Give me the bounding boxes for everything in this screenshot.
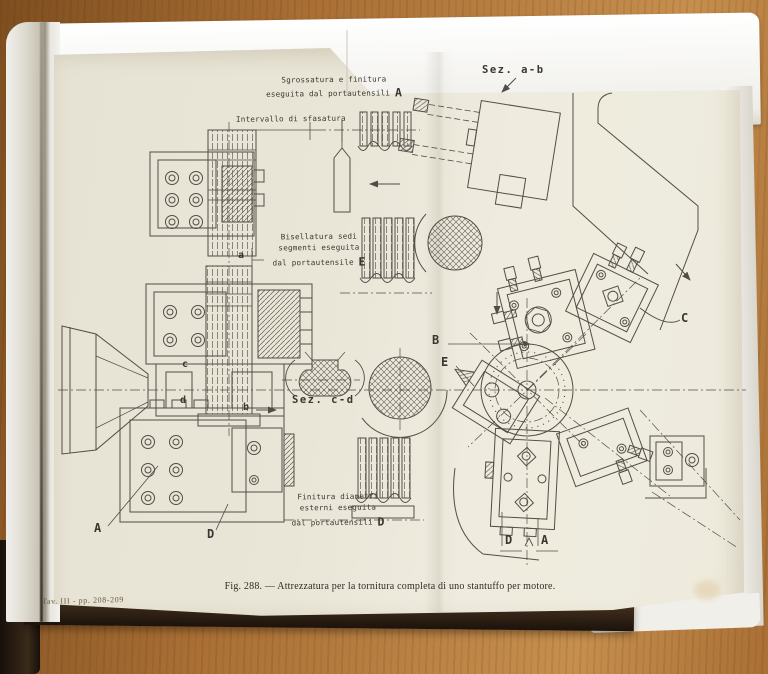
part-label-c: c bbox=[182, 359, 189, 370]
annotation-line: segmenti eseguita bbox=[278, 242, 360, 253]
annotation-sgrossatura: Sgrossatura e finitura eseguita dal port… bbox=[243, 73, 425, 104]
section-label-cd: Sez. c-d bbox=[292, 394, 355, 406]
part-label-b: b bbox=[243, 402, 250, 413]
annotation-line: esterni eseguita bbox=[299, 502, 377, 513]
part-label-A-bottom: A bbox=[541, 533, 549, 547]
page-gutter-shadow bbox=[424, 52, 458, 614]
toolholder-ref-letter: D bbox=[377, 514, 385, 529]
toolholder-ref-letter: A bbox=[394, 85, 403, 100]
left-page-edges bbox=[6, 22, 60, 622]
part-label-C: C bbox=[681, 311, 689, 325]
part-label-a: a bbox=[238, 250, 245, 261]
toolholder-ref-letter: E bbox=[358, 254, 366, 269]
annotation-line: Sgrossatura e finitura bbox=[281, 74, 387, 85]
annotation-line: Bisellatura sedi bbox=[280, 231, 358, 242]
paper-stain bbox=[694, 580, 720, 600]
part-label-A-left: A bbox=[94, 521, 102, 535]
part-label-D-left: D bbox=[207, 527, 215, 541]
part-label-d: d bbox=[180, 395, 187, 406]
annotation-bisellatura: Bisellatura sedi segmenti eseguita dal p… bbox=[250, 230, 388, 271]
figure-caption: Fig. 288. — Attrezzatura per la tornitur… bbox=[224, 581, 556, 592]
part-label-E: E bbox=[441, 355, 449, 369]
annotation-finitura: Finitura diametri esterni eseguita dal p… bbox=[274, 490, 402, 531]
annotation-line: dal portautensili bbox=[291, 517, 373, 528]
section-label-ab: Sez. a-b bbox=[482, 64, 545, 76]
annotation-line: Finitura diametri bbox=[297, 491, 379, 502]
annotation-line: Intervallo di sfasatura bbox=[235, 113, 346, 124]
part-label-B: B bbox=[432, 333, 440, 347]
plate-page bbox=[54, 48, 744, 616]
annotation-intervallo: Intervallo di sfasatura bbox=[236, 112, 396, 125]
part-label-D-bottom: D bbox=[505, 533, 513, 547]
annotation-line: eseguita dal portautensili bbox=[266, 88, 391, 100]
annotation-line: dal portautensile bbox=[272, 257, 354, 268]
